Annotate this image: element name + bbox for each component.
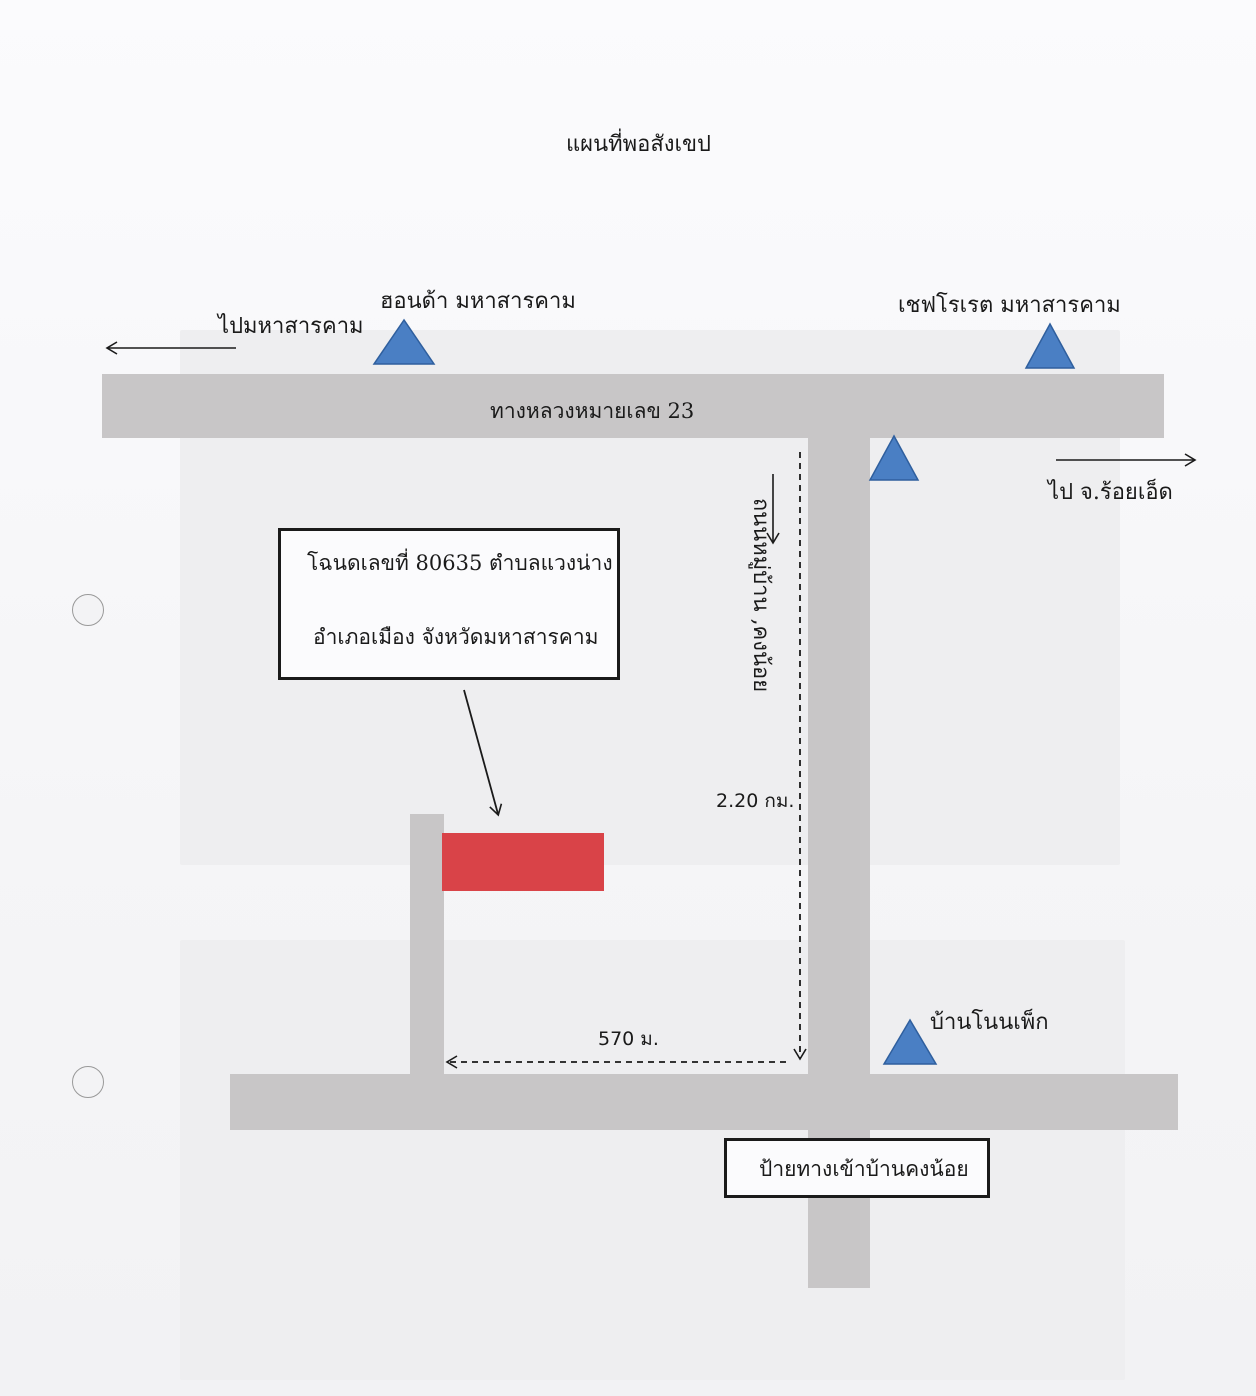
distance-vertical-label: 2.20 กม. bbox=[716, 790, 795, 812]
landmark-triangle-icon bbox=[868, 434, 920, 481]
entrance-sign-box: ป้ายทางเข้าบ้านคงน้อย bbox=[724, 1138, 990, 1198]
highway-label: ทางหลวงหมายเลข 23 bbox=[490, 399, 695, 423]
direction-east-label: ไป จ.ร้อยเอ็ด bbox=[1048, 480, 1173, 505]
bottom-road bbox=[230, 1074, 1178, 1130]
landmark-chef-resort-label: เชฟโรเรต มหาสารคาม bbox=[898, 293, 1121, 318]
highway-23-road bbox=[102, 374, 1164, 438]
map-title: แผนที่พอสังเขป bbox=[566, 132, 712, 157]
deed-line-2: อำเภอเมือง จังหวัดมหาสารคาม bbox=[313, 625, 599, 649]
deed-pointer-arrow bbox=[463, 689, 503, 817]
landmark-homepro-label: ฮอนด้า มหาสารคาม bbox=[380, 289, 576, 314]
distance-horizontal-label: 570 ม. bbox=[598, 1028, 659, 1050]
entrance-sign-label: ป้ายทางเข้าบ้านคงน้อย bbox=[759, 1157, 969, 1181]
landmark-triangle-icon bbox=[1024, 322, 1076, 369]
side-lane-road bbox=[410, 814, 444, 1076]
landmark-triangle-icon bbox=[882, 1018, 938, 1065]
land-plot-marker bbox=[442, 833, 604, 891]
landmark-triangle-icon bbox=[372, 318, 436, 365]
punch-hole bbox=[72, 594, 104, 626]
punch-hole bbox=[72, 1066, 104, 1098]
landmark-ban-non-phek-label: บ้านโนนเพ็ก bbox=[930, 1010, 1049, 1035]
deed-info-box: โฉนดเลขที่ 80635 ตำบลแวงน่าง อำเภอเมือง … bbox=[278, 528, 620, 680]
deed-line-1: โฉนดเลขที่ 80635 ตำบลแวงน่าง bbox=[307, 551, 613, 575]
direction-west-label: ไปมหาสารคาม bbox=[218, 314, 364, 339]
